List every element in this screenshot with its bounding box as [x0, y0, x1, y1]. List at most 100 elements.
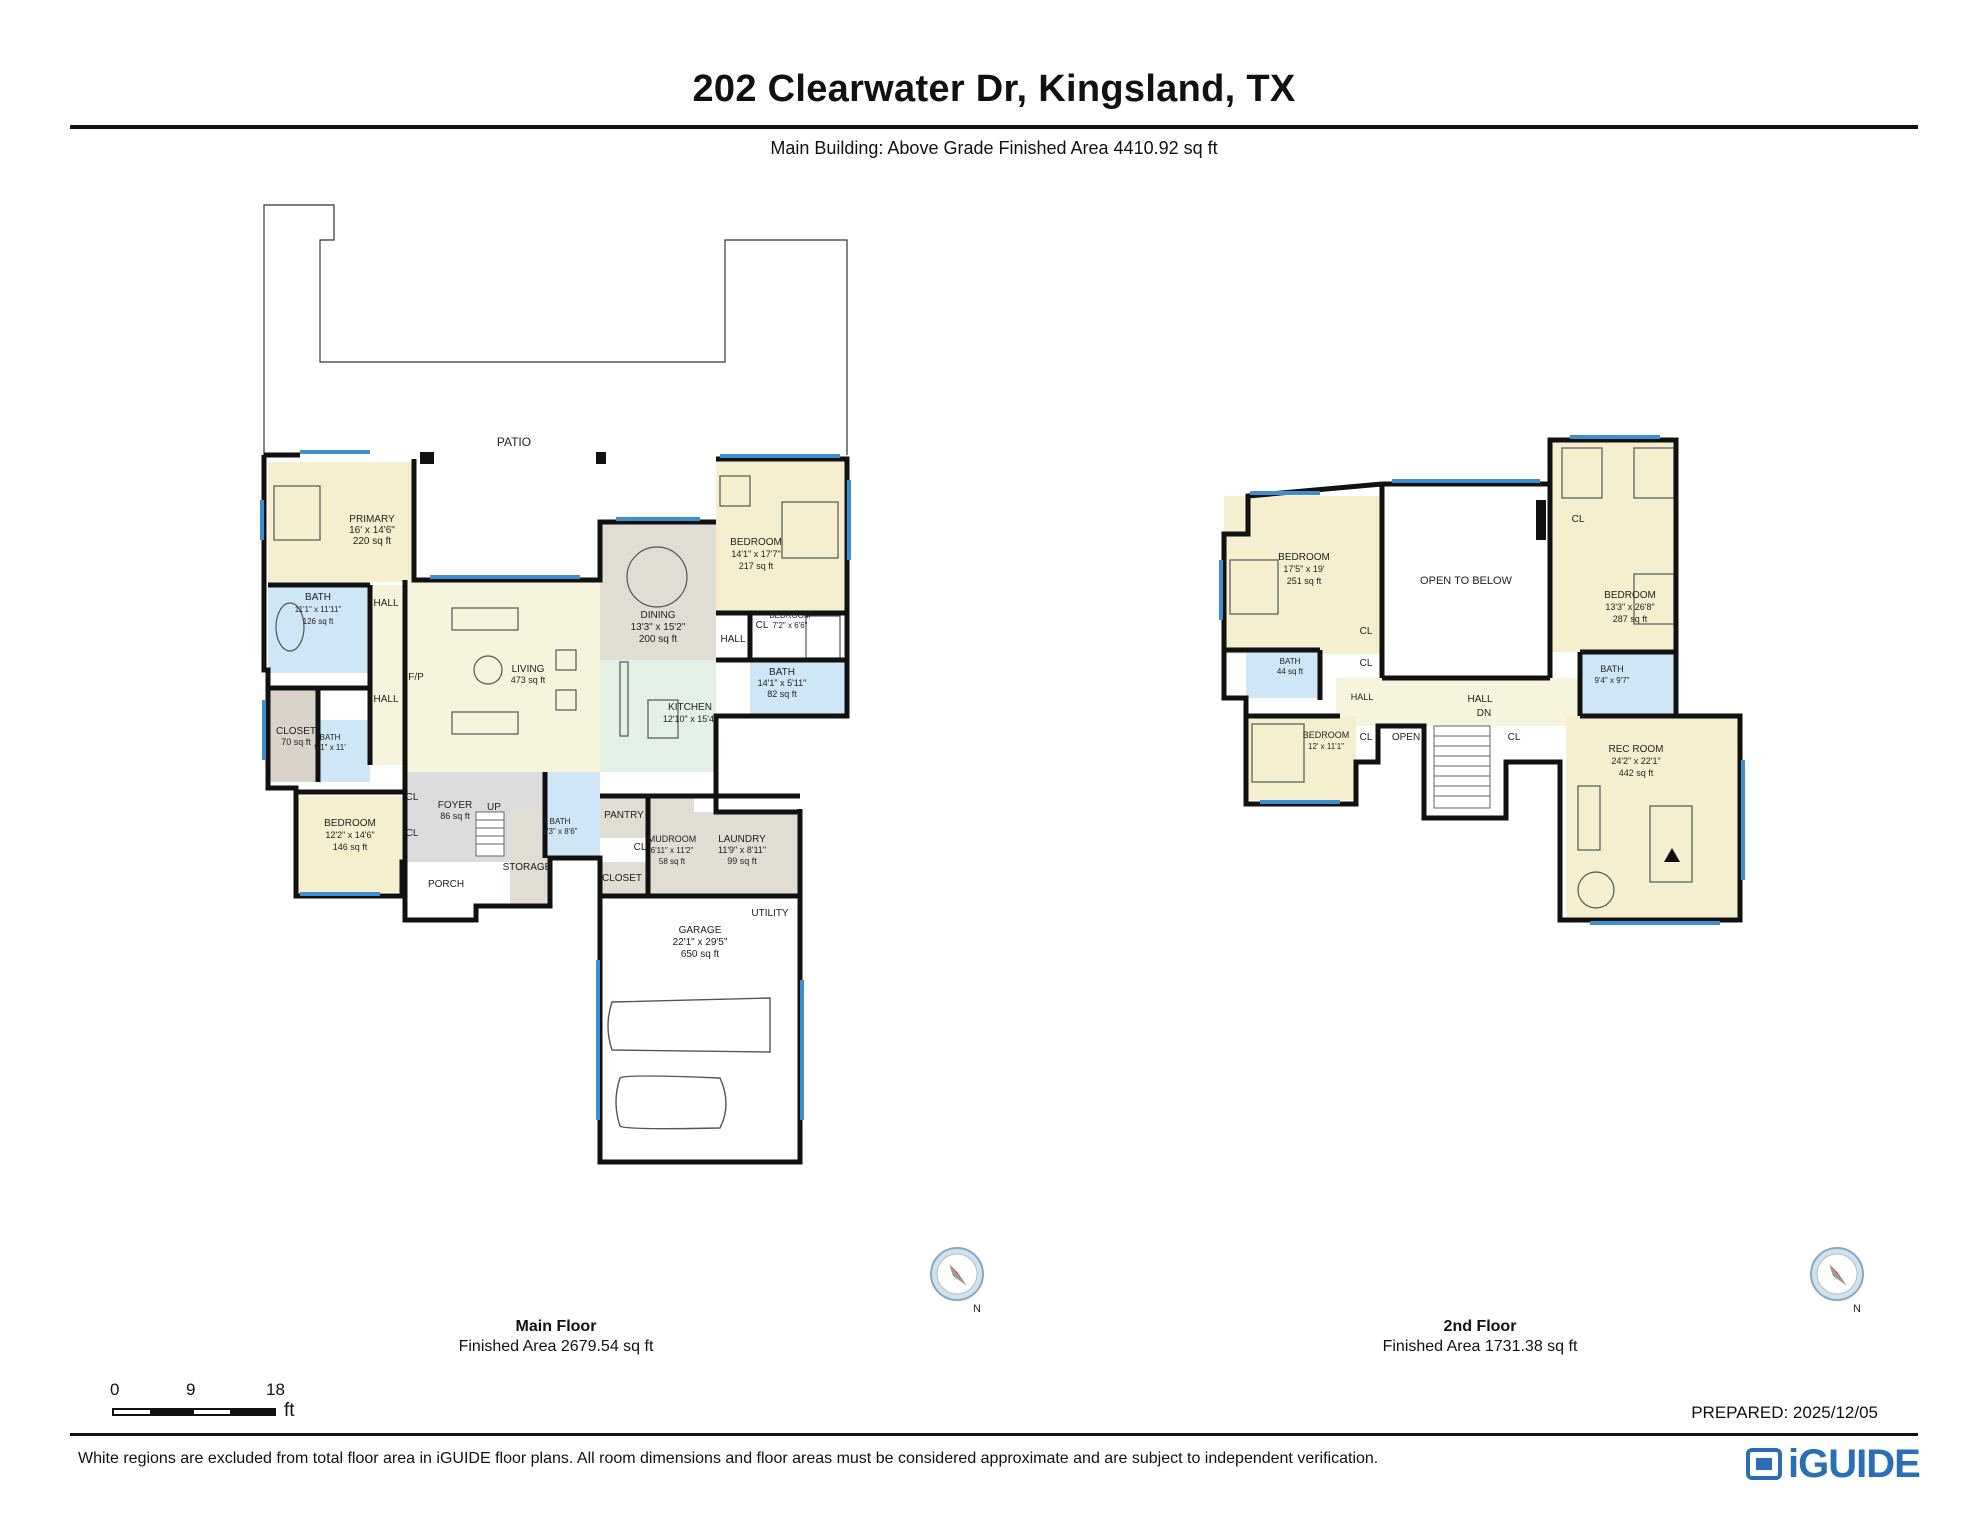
mudroom-room	[648, 796, 694, 896]
fp-label: F/P	[408, 672, 424, 683]
laundry-room	[694, 812, 800, 896]
hall-small-label: HALL	[1351, 692, 1374, 702]
rec-room-area: 442 sq ft	[1619, 768, 1654, 778]
dining-room	[600, 522, 716, 660]
cl-3-label: CL	[1360, 658, 1373, 669]
bedroom-small-dims: 7'2" x 6'6"	[773, 621, 808, 630]
iguide-logo-text: iGUIDE	[1788, 1442, 1921, 1486]
bath-foyer-room	[545, 772, 600, 858]
utility-label: UTILITY	[751, 908, 789, 919]
bath-ne-area: 82 sq ft	[767, 689, 797, 699]
laundry-label: LAUNDRY	[718, 834, 766, 845]
cl-2-label: CL	[1360, 626, 1373, 637]
bedroom-e-area: 287 sq ft	[1613, 614, 1648, 624]
scale-unit: ft	[284, 1400, 295, 1421]
bedroom-sw2-room	[1246, 716, 1356, 800]
rec-room-dims: 24'2" x 22'1"	[1611, 756, 1660, 766]
pantry-room	[600, 796, 648, 838]
second-floor-plan: BEDROOM 17'5" x 19' 251 sq ft OPEN TO BE…	[1219, 435, 1745, 925]
kitchen-room	[600, 660, 716, 772]
page-title: 202 Clearwater Dr, Kingsland, TX	[692, 68, 1296, 110]
main-floor-windows	[260, 450, 851, 1120]
kitchen-dims: 12'10" x 15'4"	[663, 714, 717, 724]
second-floor-walls	[1221, 437, 1743, 923]
bedroom-w-area: 251 sq ft	[1287, 576, 1322, 586]
primary-bath-room	[268, 585, 370, 673]
second-floor-area: Finished Area 1731.38 sq ft	[1382, 1338, 1578, 1355]
second-floor-labels: BEDROOM 17'5" x 19' 251 sq ft OPEN TO BE…	[1277, 514, 1664, 778]
title-rule	[70, 125, 1918, 129]
rec-room-label: REC ROOM	[1609, 744, 1664, 755]
laundry-area: 99 sq ft	[727, 856, 757, 866]
main-floor-room-fills	[268, 459, 846, 906]
open-below-area	[1382, 484, 1550, 678]
cl-1-label: CL	[1572, 514, 1585, 525]
living-label: LIVING	[512, 664, 545, 675]
laundry-dims: 11'9" x 8'11"	[718, 845, 766, 855]
bedroom-sw2-label: BEDROOM	[1303, 730, 1350, 740]
hall-b-label: HALL	[373, 694, 398, 705]
bedroom-e-room	[1550, 440, 1676, 652]
mudroom-label: MUDROOM	[648, 834, 697, 844]
second-floor-name: 2nd Floor	[1443, 1318, 1517, 1335]
bath-small-dims: 9'1" x 11'	[314, 743, 346, 752]
bath-e-label: BATH	[1600, 664, 1623, 674]
patio-post-2	[420, 452, 434, 464]
bedroom-e-dims: 13'3" x 26'8"	[1605, 602, 1654, 612]
main-stairs	[475, 811, 505, 857]
mudroom-dims: 6'11" x 11'2"	[651, 846, 694, 855]
garage-area: 650 sq ft	[681, 949, 720, 960]
primary-dims: 16' x 14'6"	[349, 525, 395, 536]
bedroom-ne-label: BEDROOM	[730, 537, 782, 548]
hall-label: HALL	[1467, 694, 1492, 705]
hall-room	[1336, 678, 1580, 726]
scale-segment-3	[192, 1408, 232, 1416]
prepared-date: PREPARED: 2025/12/05	[1691, 1403, 1878, 1422]
garage-label: GARAGE	[679, 925, 722, 936]
rec-room	[1566, 716, 1740, 920]
bath-primary-dims: 11'1" x 11'11"	[295, 605, 342, 614]
hall-c-label: HALL	[720, 634, 745, 645]
primary-area: 220 sq ft	[353, 536, 392, 547]
primary-bedroom-room	[268, 462, 414, 582]
bath-w-room	[1246, 650, 1320, 698]
living-area: 473 sq ft	[511, 675, 546, 685]
cl-c-label: CL	[406, 828, 419, 839]
main-floor-name: Main Floor	[515, 1318, 597, 1335]
main-floor-furniture	[273, 475, 841, 739]
foyer-label: FOYER	[438, 800, 472, 811]
compass-second-floor: N	[1810, 1247, 1864, 1315]
scale-segment-1	[112, 1408, 152, 1416]
bedroom-sw-label: BEDROOM	[324, 818, 376, 829]
hall-b-room	[370, 655, 405, 765]
bath-ne-label: BATH	[769, 667, 795, 678]
second-floor-room-fills	[1224, 440, 1740, 920]
bedroom-ne-room	[716, 459, 846, 613]
dining-label: DINING	[641, 610, 676, 621]
scale-tick-9: 9	[186, 1380, 196, 1399]
patio-outline	[263, 204, 848, 455]
patio-post	[596, 452, 606, 464]
closet-room	[268, 688, 318, 782]
compass-needle-grey	[949, 1264, 967, 1286]
main-floor-labels: PRIMARY 16' x 14'6" 220 sq ft BATH 11'1"…	[276, 514, 811, 960]
iguide-logo-icon	[1746, 1448, 1782, 1480]
bedroom-sw-room	[296, 796, 402, 892]
hall-a-room	[370, 585, 405, 655]
storage-label: STORAGE	[503, 862, 552, 873]
scale-tick-0: 0	[110, 1380, 120, 1399]
open-below-label: OPEN TO BELOW	[1420, 575, 1513, 587]
dining-area: 200 sq ft	[639, 634, 678, 645]
compass-main-floor: N	[930, 1247, 984, 1315]
cl-a-label: CL	[756, 620, 769, 631]
bedroom-e-label: BEDROOM	[1604, 590, 1656, 601]
scale-tick-18: 18	[266, 1380, 285, 1399]
up-label: UP	[487, 802, 501, 813]
dining-dims: 13'3" x 15'2"	[631, 622, 686, 633]
bath-ne-dims: 14'1" x 5'11"	[758, 678, 807, 688]
mudroom-area: 58 sq ft	[659, 857, 686, 866]
compass-north-label: N	[973, 1303, 981, 1315]
closet2-room	[600, 862, 648, 896]
main-floor-area: Finished Area 2679.54 sq ft	[458, 1338, 654, 1355]
bedroom-small-label: BEDROOM	[769, 611, 811, 620]
